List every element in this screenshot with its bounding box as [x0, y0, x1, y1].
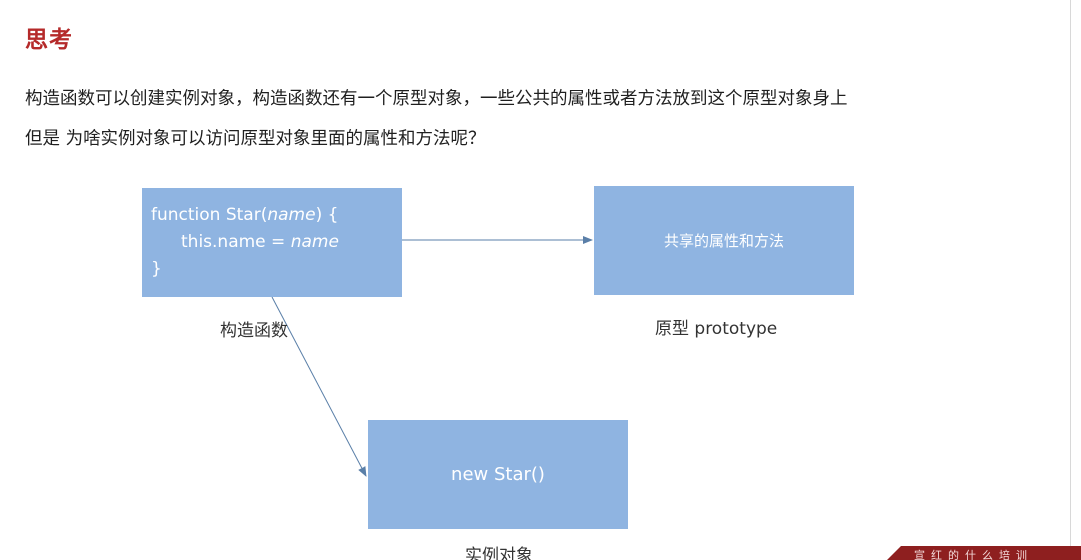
watermark-text: 宣红的什么培训 — [914, 549, 1033, 560]
code-param: name — [267, 205, 316, 225]
instance-caption: 实例对象 — [465, 546, 533, 560]
paragraph-2: 但是 为啥实例对象可以访问原型对象里面的属性和方法呢？ — [25, 129, 486, 149]
constructor-caption: 构造函数 — [220, 321, 288, 341]
code-line-1: function Star(name) { — [151, 202, 402, 229]
watermark-banner: 宣红的什么培训 — [886, 546, 1081, 560]
prototype-box-label: 共享的属性和方法 — [663, 232, 784, 250]
instance-box-label: new Star() — [451, 464, 545, 485]
constructor-box: function Star(name) { this.name = name } — [142, 188, 402, 297]
paragraph-1: 构造函数可以创建实例对象，构造函数还有一个原型对象，一些公共的属性或者方法放到这… — [25, 89, 848, 109]
code-line-3: } — [151, 259, 162, 279]
prototype-box: 共享的属性和方法 — [594, 186, 854, 295]
code-assignment: this.name = — [181, 232, 291, 252]
prototype-caption: 原型 prototype — [655, 319, 778, 339]
code-assign-value: name — [290, 232, 339, 252]
code-line-2: this.name = name — [151, 229, 402, 256]
code-open-brace: ) { — [315, 205, 339, 225]
instance-box: new Star() — [368, 420, 628, 529]
right-edge-rule — [1070, 0, 1071, 560]
code-function-keyword: function Star( — [151, 205, 268, 225]
slide-title: 思考 — [25, 27, 73, 53]
